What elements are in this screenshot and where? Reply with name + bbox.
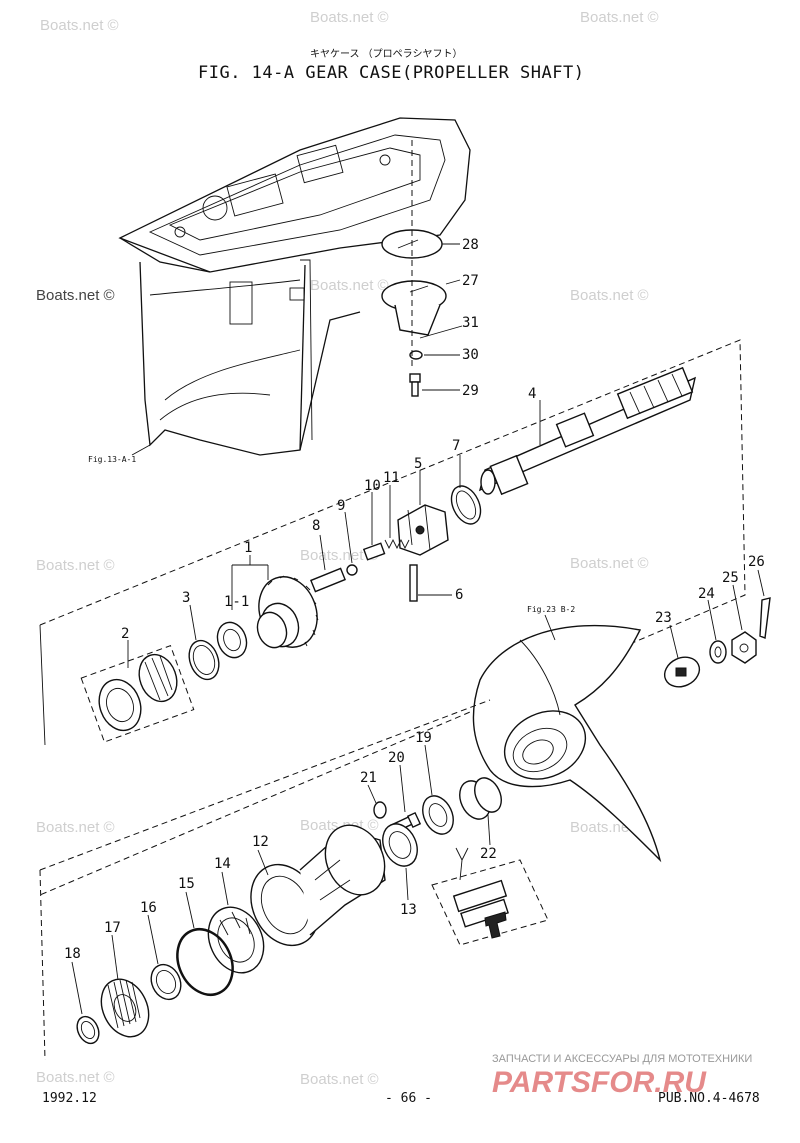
part-26-cotter-pin: [759, 597, 771, 639]
part-label-7: 7: [452, 438, 460, 454]
part-label-18: 18: [64, 946, 81, 962]
part-label-5: 5: [414, 456, 422, 472]
part-label-27: 27: [462, 273, 479, 289]
part-label-28: 28: [462, 237, 479, 253]
part-17-reverse-gear: [100, 978, 150, 1038]
part-label-24: 24: [698, 586, 715, 602]
part-1-1-bearing: [216, 621, 248, 659]
watermark: Boats.net ©: [36, 557, 115, 574]
part-21-washer: [373, 801, 387, 819]
part-2-bearing: [80, 644, 195, 743]
part-24-washer: [709, 640, 727, 664]
part-5-clutch: [397, 504, 449, 556]
page-number: - 66 -: [385, 1091, 432, 1106]
part-15-o-ring: [176, 928, 234, 996]
lower-frame-top: [39, 699, 491, 871]
watermark: Boats.net ©: [300, 1071, 379, 1088]
part-label-31: 31: [462, 315, 479, 331]
part-label-15: 15: [178, 876, 195, 892]
part-label-11: 11: [383, 470, 400, 486]
part-label-17: 17: [104, 920, 121, 936]
part-9-ball: [346, 564, 358, 576]
part-label-8: 8: [312, 518, 320, 534]
part-19-oil-seal: [422, 795, 454, 835]
watermark: Boats.net ©: [570, 287, 649, 304]
propeller: [472, 624, 662, 863]
part-label-13: 13: [400, 902, 417, 918]
part-label-4: 4: [528, 386, 536, 402]
brand-tagline: ЗАПЧАСТИ И АКСЕССУАРЫ ДЛЯ МОТОТЕХНИКИ: [492, 1053, 752, 1065]
part-label-30: 30: [462, 347, 479, 363]
part-label-9: 9: [337, 498, 345, 514]
page-title: FIG. 14-A GEAR CASE(PROPELLER SHAFT): [198, 63, 584, 83]
part-11-spring: [384, 538, 410, 550]
watermark: Boats.net ©: [580, 9, 659, 26]
brand-logo: PARTSFOR.RU: [492, 1066, 707, 1099]
part-label-16: 16: [140, 900, 157, 916]
frame-edge: [39, 624, 46, 746]
assembly-frame: [39, 339, 746, 896]
part-label-23: 23: [655, 610, 672, 626]
part-label-3: 3: [182, 590, 190, 606]
part-7-ring: [450, 485, 482, 525]
part-label-25: 25: [722, 570, 739, 586]
part-27-anode: [381, 279, 461, 336]
watermark: Boats.net ©: [40, 17, 119, 34]
part-label-22: 22: [480, 846, 497, 862]
part-18-shim: [76, 1015, 100, 1045]
part-6-pin: [409, 564, 418, 602]
tool-detail-box: [431, 847, 549, 946]
watermark: Boats.net ©: [300, 547, 379, 564]
watermark: Boats.net ©: [36, 1069, 115, 1086]
part-label-26: 26: [748, 554, 765, 570]
part-29-bolt: [409, 373, 460, 397]
part-22-spacer: [459, 777, 502, 820]
part-1-forward-gear: [256, 575, 319, 649]
footer-date: 1992.12: [42, 1091, 97, 1106]
part-label-20: 20: [388, 750, 405, 766]
watermark: Boats.net ©: [36, 819, 115, 836]
reference-fig23: Fig.23 B-2: [527, 605, 575, 614]
part-14-ball-bearing: [207, 906, 265, 974]
watermark: Boats.net ©: [310, 9, 389, 26]
part-label-19: 19: [415, 730, 432, 746]
watermark: Boats.net ©: [36, 287, 115, 304]
part-25-nut: [731, 631, 757, 664]
part-28-plate: [381, 229, 460, 259]
part-label-1-1: 1-1: [224, 594, 249, 610]
part-30-washer: [409, 350, 423, 360]
watermark: Boats.net ©: [570, 555, 649, 572]
part-12-bearing-housing: [250, 824, 386, 947]
part-4-propeller-shaft: [478, 366, 696, 496]
watermark: Boats.net ©: [310, 277, 389, 294]
part-label-12: 12: [252, 834, 269, 850]
watermark-group: Boats.net © Boats.net © Boats.net © Boat…: [36, 9, 659, 1088]
part-label-29: 29: [462, 383, 479, 399]
part-label-1: 1: [244, 540, 252, 556]
gear-case-housing: [118, 117, 471, 456]
part-label-2: 2: [121, 626, 129, 642]
reference-fig13: Fig.13-A-1: [88, 455, 136, 464]
lower-frame-left: [39, 869, 46, 1061]
part-label-6: 6: [455, 587, 463, 603]
part-8-slider: [310, 567, 346, 593]
part-13-bearing: [382, 823, 418, 867]
part-label-14: 14: [214, 856, 231, 872]
part-label-10: 10: [364, 478, 381, 494]
pub-number: PUB.NO.4-4678: [658, 1091, 760, 1106]
part-23-spacer: [663, 656, 701, 688]
part-label-21: 21: [360, 770, 377, 786]
part-3-shim: [188, 639, 220, 681]
part-10-plunger: [362, 542, 386, 561]
subtitle-jp: キヤケース （プロペラシヤフト）: [310, 48, 462, 60]
